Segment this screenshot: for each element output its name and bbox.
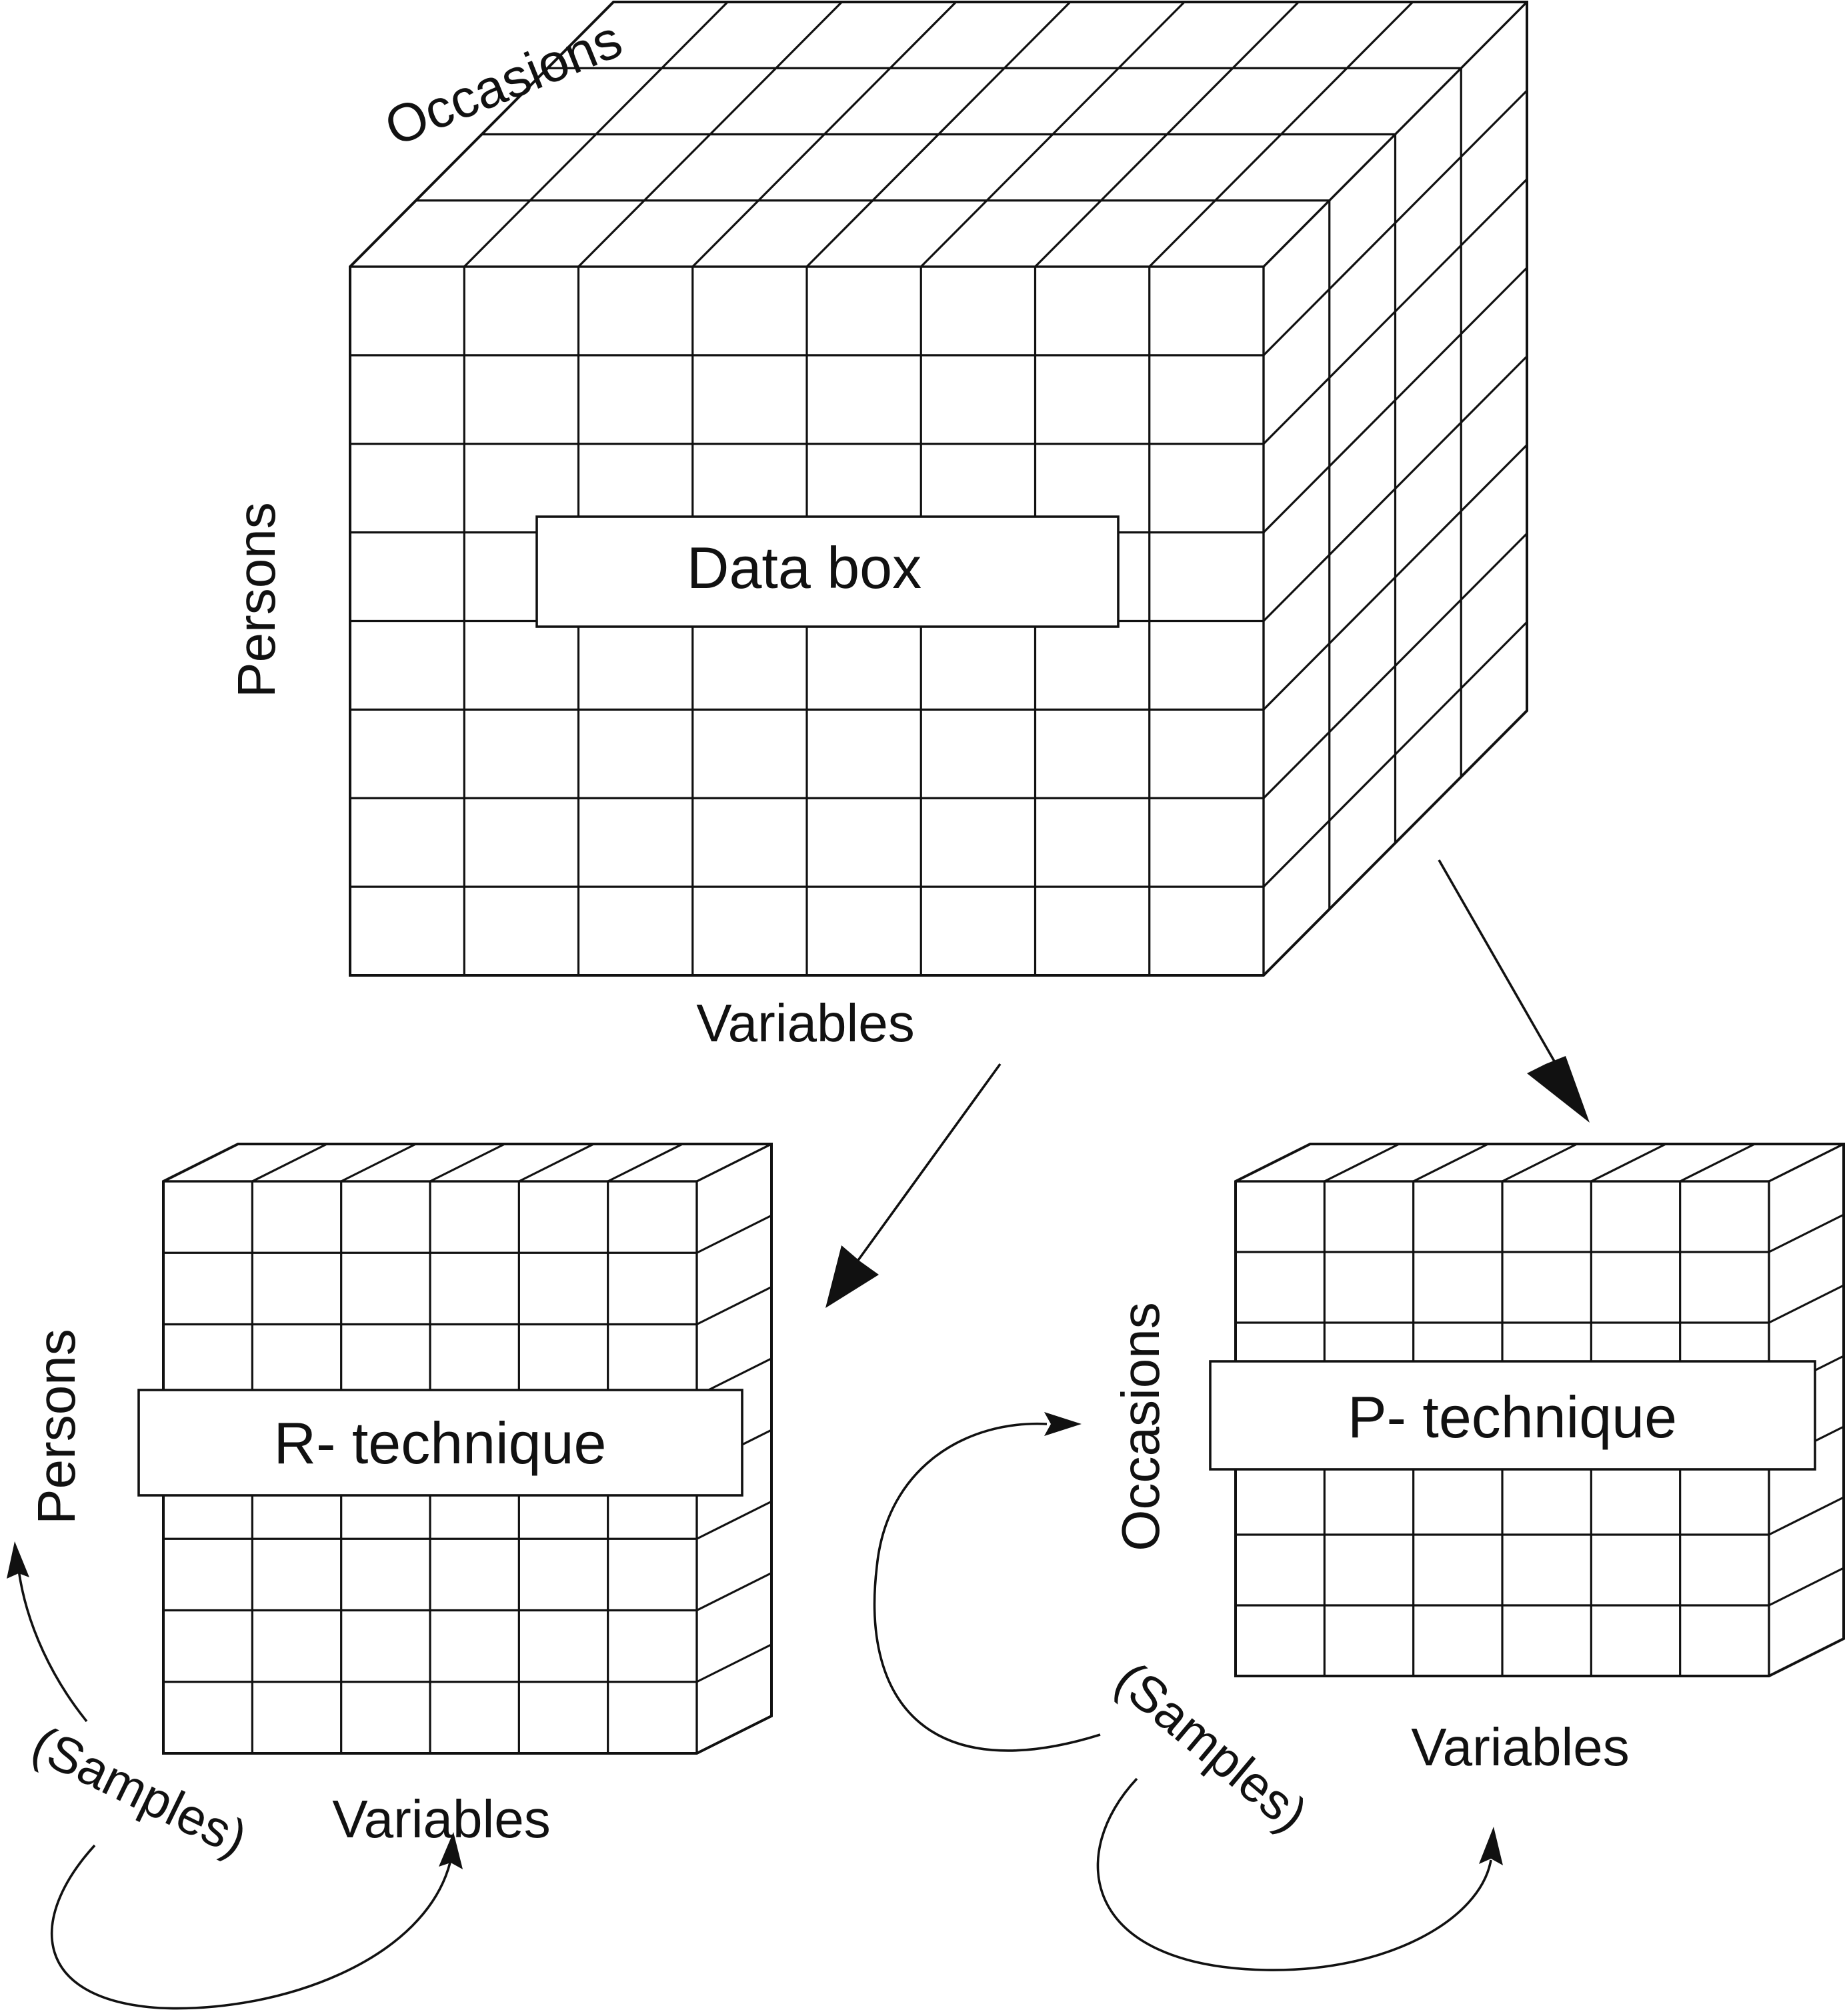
data-box-label-box: Data box bbox=[535, 515, 1120, 628]
r-persons-label: Persons bbox=[27, 1329, 86, 1524]
r-technique-label-box: R- technique bbox=[137, 1389, 743, 1497]
p-technique-label: P- technique bbox=[1348, 1384, 1677, 1450]
arrow-to-r-technique bbox=[825, 1063, 1002, 1308]
p-arrow-samples-to-occasions bbox=[873, 1412, 1101, 1752]
main-variables-label: Variables bbox=[696, 993, 915, 1053]
p-samples-label: (Samples) bbox=[1104, 1651, 1318, 1843]
r-arrow-samples-to-variables bbox=[50, 1832, 463, 2010]
p-variables-label: Variables bbox=[1411, 1717, 1630, 1777]
r-technique-slab bbox=[162, 1143, 773, 1755]
data-box-label: Data box bbox=[687, 535, 921, 601]
arrow-to-p-technique bbox=[1438, 859, 1590, 1123]
r-samples-label: (Samples) bbox=[23, 1715, 256, 1867]
data-box-cube bbox=[349, 1, 1528, 977]
p-arrow-samples-to-variables bbox=[1096, 1777, 1503, 1971]
p-technique-label-box: P- technique bbox=[1209, 1360, 1816, 1471]
r-arrow-samples-to-persons bbox=[7, 1541, 88, 1723]
r-technique-label: R- technique bbox=[274, 1410, 607, 1476]
main-persons-label: Persons bbox=[227, 502, 286, 697]
r-variables-label: Variables bbox=[332, 1789, 551, 1849]
p-occasions-label: Occasions bbox=[1111, 1302, 1170, 1551]
